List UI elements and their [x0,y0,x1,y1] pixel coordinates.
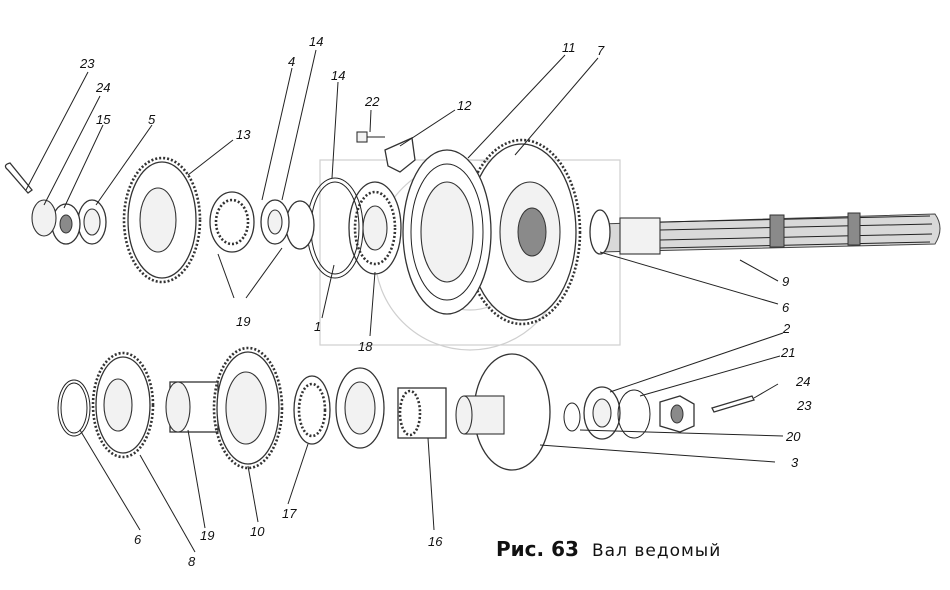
ring-20 [563,402,581,432]
label-23-lower: 23 [796,398,812,413]
cotter-pin-23-lower [711,395,755,413]
label-18: 18 [358,339,373,354]
label-15: 15 [96,112,111,127]
ring-14-4 [260,199,315,250]
shaft-9 [599,212,941,255]
label-19-lower: 19 [200,528,214,543]
castle-nut-24 [31,199,57,237]
bearing-race [335,367,385,449]
label-14-middle: 14 [331,68,345,83]
label-7: 7 [597,43,605,58]
label-5: 5 [148,112,156,127]
label-19-upper: 19 [236,314,250,329]
upper-assembly [4,131,941,326]
label-9: 9 [782,274,789,289]
label-4: 4 [288,54,295,69]
bearing-19-upper [209,191,255,253]
label-6-upper: 6 [782,300,790,315]
label-6-lower: 6 [134,532,142,547]
label-8: 8 [188,554,196,569]
label-13: 13 [236,127,251,142]
label-23-upper: 23 [79,56,95,71]
ring-6-upper [589,209,611,255]
washer-5 [77,199,107,245]
label-3: 3 [791,455,799,470]
bolt-22 [356,131,385,143]
label-20: 20 [785,429,801,444]
castle-nut-24-lower [659,395,695,433]
label-24-upper: 24 [95,80,110,95]
label-1: 1 [314,319,321,334]
label-12: 12 [457,98,472,113]
callout-labels: 23 24 15 5 13 4 14 14 22 12 11 7 9 6 19 … [79,34,812,569]
label-2: 2 [782,321,791,336]
gear-7 [462,138,582,326]
nut-15 [51,203,81,245]
caption-number: Рис. 63 [496,537,579,561]
lower-assembly [57,346,755,471]
label-17: 17 [282,506,297,521]
gear-10 [212,346,284,470]
snap-ring-6-lower [57,379,91,437]
label-16: 16 [428,534,443,549]
label-14-top: 14 [309,34,323,49]
cotter-pin-23-upper [4,162,33,194]
gear-13 [122,156,202,284]
figure-caption: Рис. 63 Вал ведомый [496,537,721,561]
bearing-19-lower [165,381,219,433]
label-11: 11 [562,40,576,55]
lock-plate-12 [384,137,416,173]
hub-16 [397,387,447,439]
gear-8 [91,351,155,459]
ring-21 [617,389,651,439]
label-21: 21 [780,345,795,360]
label-10: 10 [250,524,265,539]
caption-title: Вал ведомый [592,541,721,561]
label-22: 22 [364,94,380,109]
flange-11 [402,149,492,315]
bearing-17 [293,375,331,445]
label-24-lower: 24 [795,374,810,389]
seal-2 [583,386,621,440]
flange-3 [455,353,551,471]
leader-lines [25,49,784,553]
